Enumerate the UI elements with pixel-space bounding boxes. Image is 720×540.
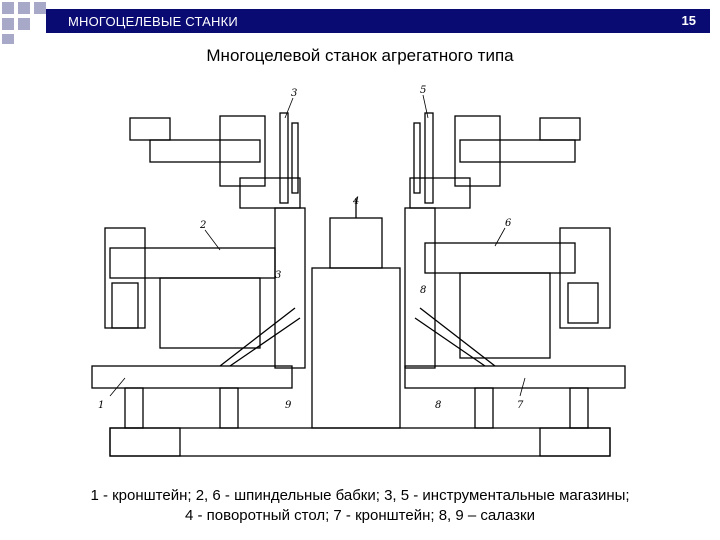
right-motor bbox=[567, 282, 599, 324]
upper-left-spindle bbox=[149, 139, 261, 163]
table-top bbox=[329, 217, 383, 269]
corner-decoration bbox=[2, 2, 46, 44]
leader-7 bbox=[519, 377, 526, 397]
tool-magazine-right-disc bbox=[413, 122, 421, 194]
spindle-head-right-body bbox=[459, 272, 551, 359]
tool-magazine-left bbox=[279, 112, 289, 204]
brace-left bbox=[219, 307, 296, 367]
brace-left bbox=[229, 317, 301, 367]
callout-5: 5 bbox=[420, 85, 426, 96]
deco-square bbox=[2, 34, 14, 44]
base-block-left bbox=[109, 427, 181, 457]
tool-magazine-right bbox=[424, 112, 434, 204]
slide-title: Многоцелевой станок агрегатного типа bbox=[206, 46, 514, 65]
upper-left-housing bbox=[219, 115, 266, 187]
right-motor-unit bbox=[559, 227, 611, 329]
caption-line-1: 1 - кронштейн; 2, 6 - шпиндельные бабки;… bbox=[90, 487, 630, 504]
leader-1 bbox=[109, 377, 126, 397]
deco-square bbox=[18, 2, 30, 14]
leader-6 bbox=[494, 227, 506, 247]
callout-3b: 3 bbox=[275, 270, 281, 281]
left-motor bbox=[111, 282, 139, 329]
spindle-head-left bbox=[109, 247, 276, 279]
left-column-cap bbox=[239, 177, 301, 209]
callout-2: 2 bbox=[199, 220, 206, 231]
leader-5 bbox=[422, 94, 429, 119]
bracket-left bbox=[91, 365, 293, 389]
deco-square bbox=[18, 18, 30, 30]
callout-8: 8 bbox=[435, 400, 441, 411]
callout-8b: 8 bbox=[420, 285, 426, 296]
header-title: МНОГОЦЕЛЕВЫЕ СТАНКИ bbox=[68, 14, 238, 29]
jack-left-2 bbox=[219, 387, 239, 429]
deco-square bbox=[2, 2, 14, 14]
deco-square bbox=[2, 18, 14, 30]
left-column bbox=[274, 207, 306, 369]
spindle-head-right bbox=[424, 242, 576, 274]
tool-magazine-left-disc bbox=[291, 122, 299, 194]
brace-right bbox=[414, 317, 486, 367]
machine-drawing: 1 2 3 4 5 6 7 8 9 3 8 bbox=[91, 85, 626, 457]
page-number: 15 bbox=[681, 13, 696, 28]
jack-left-1 bbox=[124, 387, 144, 429]
leader-3 bbox=[284, 97, 294, 119]
rotary-table bbox=[311, 267, 401, 429]
callout-3: 3 bbox=[291, 88, 297, 99]
callout-9: 9 bbox=[285, 400, 292, 411]
upper-right-spindle bbox=[459, 139, 576, 163]
right-column-cap bbox=[409, 177, 471, 209]
figure-caption: 1 - кронштейн; 2, 6 - шпиндельные бабки;… bbox=[0, 486, 720, 526]
callout-7: 7 bbox=[517, 400, 524, 411]
callout-6: 6 bbox=[505, 218, 512, 229]
upper-left-motor bbox=[129, 117, 171, 141]
base-block-right bbox=[539, 427, 611, 457]
header-bar: МНОГОЦЕЛЕВЫЕ СТАНКИ 15 bbox=[46, 9, 710, 33]
base-slab bbox=[109, 427, 611, 457]
upper-right-motor bbox=[539, 117, 581, 141]
callout-4: 4 bbox=[352, 196, 359, 207]
caption-line-2: 4 - поворотный стол; 7 - кронштейн; 8, 9… bbox=[185, 507, 535, 524]
leader-2 bbox=[204, 229, 221, 251]
upper-right-housing bbox=[454, 115, 501, 187]
brace-right bbox=[419, 307, 496, 367]
deco-square bbox=[34, 2, 46, 14]
bracket-right bbox=[404, 365, 626, 389]
callout-1: 1 bbox=[98, 400, 104, 411]
spindle-head-left-body bbox=[159, 277, 261, 349]
jack-right-2 bbox=[569, 387, 589, 429]
jack-right-1 bbox=[474, 387, 494, 429]
